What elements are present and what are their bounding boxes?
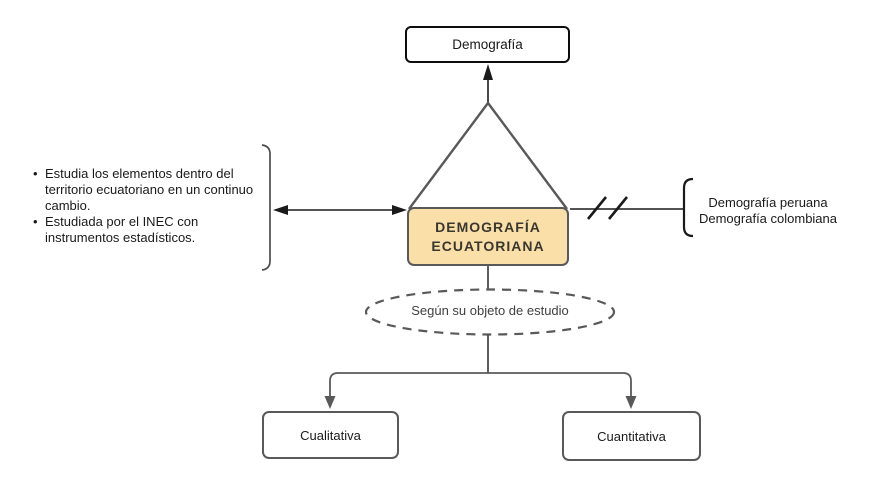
note-item: Estudiada por el INEC con instrumentos e…	[33, 214, 269, 246]
node-cualitativa-label: Cualitativa	[300, 427, 361, 443]
node-demografia[interactable]: Demografía	[405, 26, 570, 63]
right-note-line: Demografía colombiana	[698, 211, 838, 226]
left-notes: Estudia los elementos dentro del territo…	[33, 166, 269, 246]
right-bracket	[682, 177, 694, 238]
right-note-line: Demografía peruana	[708, 195, 828, 210]
category-ellipse-shape[interactable]	[364, 288, 616, 336]
bullet-icon	[33, 166, 45, 182]
node-cuantitativa[interactable]: Cuantitativa	[562, 411, 701, 461]
note-text: Estudiada por el INEC con instrumentos e…	[45, 214, 199, 245]
node-cualitativa[interactable]: Cualitativa	[262, 411, 399, 459]
node-demografia-label: Demografía	[452, 37, 523, 52]
break-mark-1	[586, 196, 608, 220]
right-notes: Demografía peruana Demografía colombiana	[692, 195, 844, 227]
note-item: Estudia los elementos dentro del territo…	[33, 166, 269, 214]
double-arrow-left-head-icon	[273, 205, 288, 215]
branch-connector	[329, 372, 632, 397]
arrow-up-head-icon	[483, 64, 493, 80]
category-ellipse-label: Según su objeto de estudio	[411, 303, 569, 318]
branch-left-arrow-head-icon	[324, 396, 336, 409]
double-arrow-right-head-icon	[392, 205, 407, 215]
node-demografia-ecuatoriana[interactable]: DEMOGRAFÍA ECUATORIANA	[407, 207, 569, 266]
note-text: Estudia los elementos dentro del territo…	[45, 166, 254, 213]
left-bracket	[261, 144, 271, 271]
node-demografia-ecuatoriana-label: DEMOGRAFÍA ECUATORIANA	[431, 218, 545, 254]
bullet-icon	[33, 214, 45, 230]
break-mark-2	[607, 196, 629, 220]
node-cuantitativa-label: Cuantitativa	[597, 428, 666, 444]
branch-right-arrow-head-icon	[625, 396, 637, 409]
triangle-connector	[408, 101, 568, 210]
